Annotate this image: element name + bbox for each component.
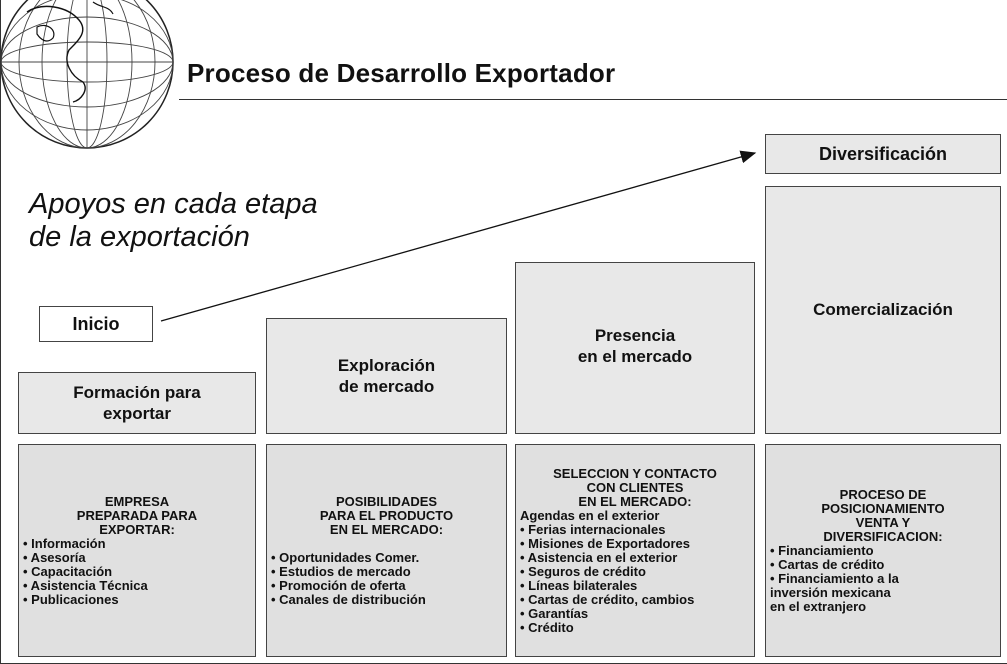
stage-formacion: Formación para exportar xyxy=(18,372,256,434)
detail-exploracion: POSIBILIDADES PARA EL PRODUCTO EN EL MER… xyxy=(266,444,507,657)
start-label-text: Inicio xyxy=(72,313,120,334)
list-item: • Canales de distribución xyxy=(271,591,426,607)
list-item: • Asistencia Técnica xyxy=(23,577,148,593)
title-divider xyxy=(179,99,1007,100)
globe-icon xyxy=(1,0,174,149)
list-item: • Información xyxy=(23,535,106,551)
detail-list: • Financiamiento • Cartas de crédito • F… xyxy=(770,542,996,614)
stage-comercializacion-label: Comercialización xyxy=(813,300,953,319)
list-item: • Crédito xyxy=(520,619,574,635)
list-item: • Promoción de oferta xyxy=(271,577,406,593)
list-item: • Cartas de crédito, cambios xyxy=(520,591,695,607)
list-item: • Asesoría xyxy=(23,549,86,565)
detail-presencia: SELECCION Y CONTACTO CON CLIENTES EN EL … xyxy=(515,444,755,657)
list-item: • Asistencia en el exterior xyxy=(520,549,678,565)
detail-list: • Oportunidades Comer. • Estudios de mer… xyxy=(271,549,502,607)
detail-heading: EMPRESA PREPARADA PARA EXPORTAR: xyxy=(76,493,198,537)
list-item: • Seguros de crédito xyxy=(520,563,646,579)
list-item: • Misiones de Exportadores xyxy=(520,535,690,551)
detail-comercializacion: PROCESO DE POSICIONAMIENTO VENTA Y DIVER… xyxy=(765,444,1001,657)
list-item: • Estudios de mercado xyxy=(271,563,411,579)
list-item: • Cartas de crédito xyxy=(770,556,885,572)
detail-list: • Información • Asesoría • Capacitación … xyxy=(23,535,251,607)
end-label: Diversificación xyxy=(765,134,1001,174)
list-item: • Financiamiento a la inversión mexicana… xyxy=(770,570,899,614)
list-item: • Oportunidades Comer. xyxy=(271,549,420,565)
list-item: • Garantías xyxy=(520,605,589,621)
stage-exploracion-label: Exploración de mercado xyxy=(337,356,436,396)
list-item: • Financiamiento xyxy=(770,542,874,558)
stage-exploracion: Exploración de mercado xyxy=(266,318,507,434)
stage-comercializacion: Comercialización xyxy=(765,186,1001,434)
detail-list: • Ferias internacionales • Misiones de E… xyxy=(520,521,750,635)
list-item: • Ferias internacionales xyxy=(520,521,666,537)
detail-subheading: Agendas en el exterior xyxy=(520,507,660,523)
detail-formacion: EMPRESA PREPARADA PARA EXPORTAR: • Infor… xyxy=(18,444,256,657)
detail-heading: PROCESO DE POSICIONAMIENTO VENTA Y DIVER… xyxy=(821,486,945,544)
detail-heading: POSIBILIDADES PARA EL PRODUCTO EN EL MER… xyxy=(319,493,454,537)
page-title: Proceso de Desarrollo Exportador xyxy=(187,58,616,88)
list-item: • Capacitación xyxy=(23,563,113,579)
list-item: • Publicaciones xyxy=(23,591,119,607)
stage-formacion-label: Formación para exportar xyxy=(73,383,201,423)
stage-presencia-label: Presencia en el mercado xyxy=(577,326,693,366)
stage-presencia: Presencia en el mercado xyxy=(515,262,755,434)
list-item: • Líneas bilaterales xyxy=(520,577,638,593)
subtitle: Apoyos en cada etapa de la exportación xyxy=(29,188,318,253)
end-label-text: Diversificación xyxy=(818,143,948,164)
detail-heading: SELECCION Y CONTACTO CON CLIENTES EN EL … xyxy=(553,465,717,509)
start-label: Inicio xyxy=(39,306,153,342)
